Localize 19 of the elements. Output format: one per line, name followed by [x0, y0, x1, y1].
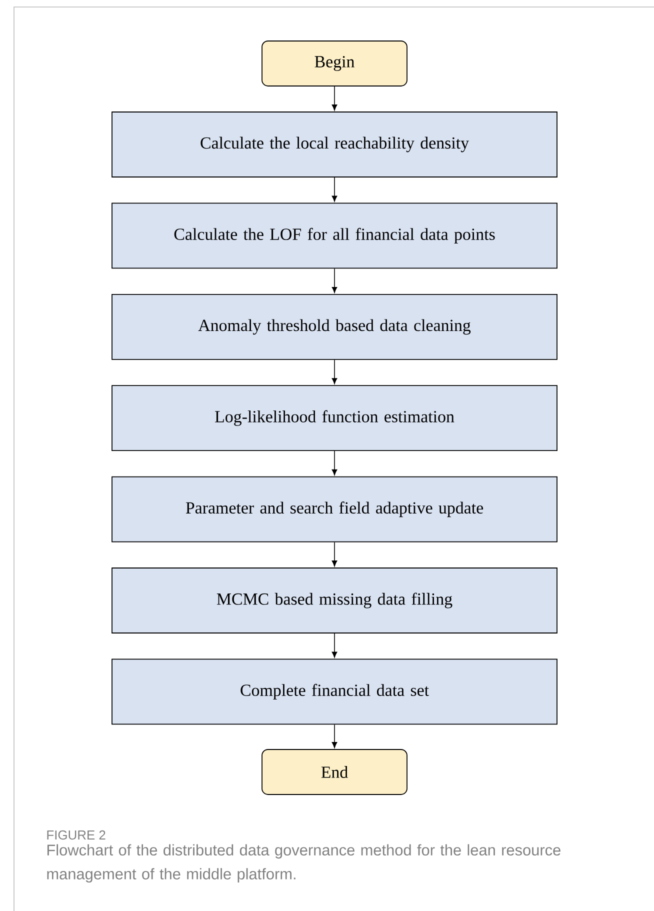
arrow: [332, 724, 338, 748]
process-box: Anomaly threshold based data cleaning: [112, 294, 558, 360]
caption: Flowchart of the distributed data governance method for the lean resource management of the middle platform.: [47, 844, 560, 882]
terminal-box: End: [262, 749, 408, 795]
arrow: [332, 633, 338, 658]
arrow: [332, 177, 338, 202]
arrow: [332, 542, 338, 566]
terminal-box: Begin: [262, 40, 408, 86]
process-box: Complete financial data set: [112, 658, 558, 725]
arrow: [332, 86, 338, 110]
process-box: MCMC based missing data filling: [112, 568, 558, 634]
process-box: Parameter and search field adaptive update: [112, 476, 558, 542]
process-box: Calculate the local reachability density: [112, 112, 558, 178]
process-box: Calculate the LOF for all financial data points: [112, 202, 558, 269]
arrow: [332, 359, 338, 384]
arrow: [332, 268, 338, 293]
process-box: Log-likelihood function estimation: [112, 385, 558, 452]
arrow: [332, 450, 338, 476]
figure-label: FIGURE 2: [47, 830, 106, 840]
